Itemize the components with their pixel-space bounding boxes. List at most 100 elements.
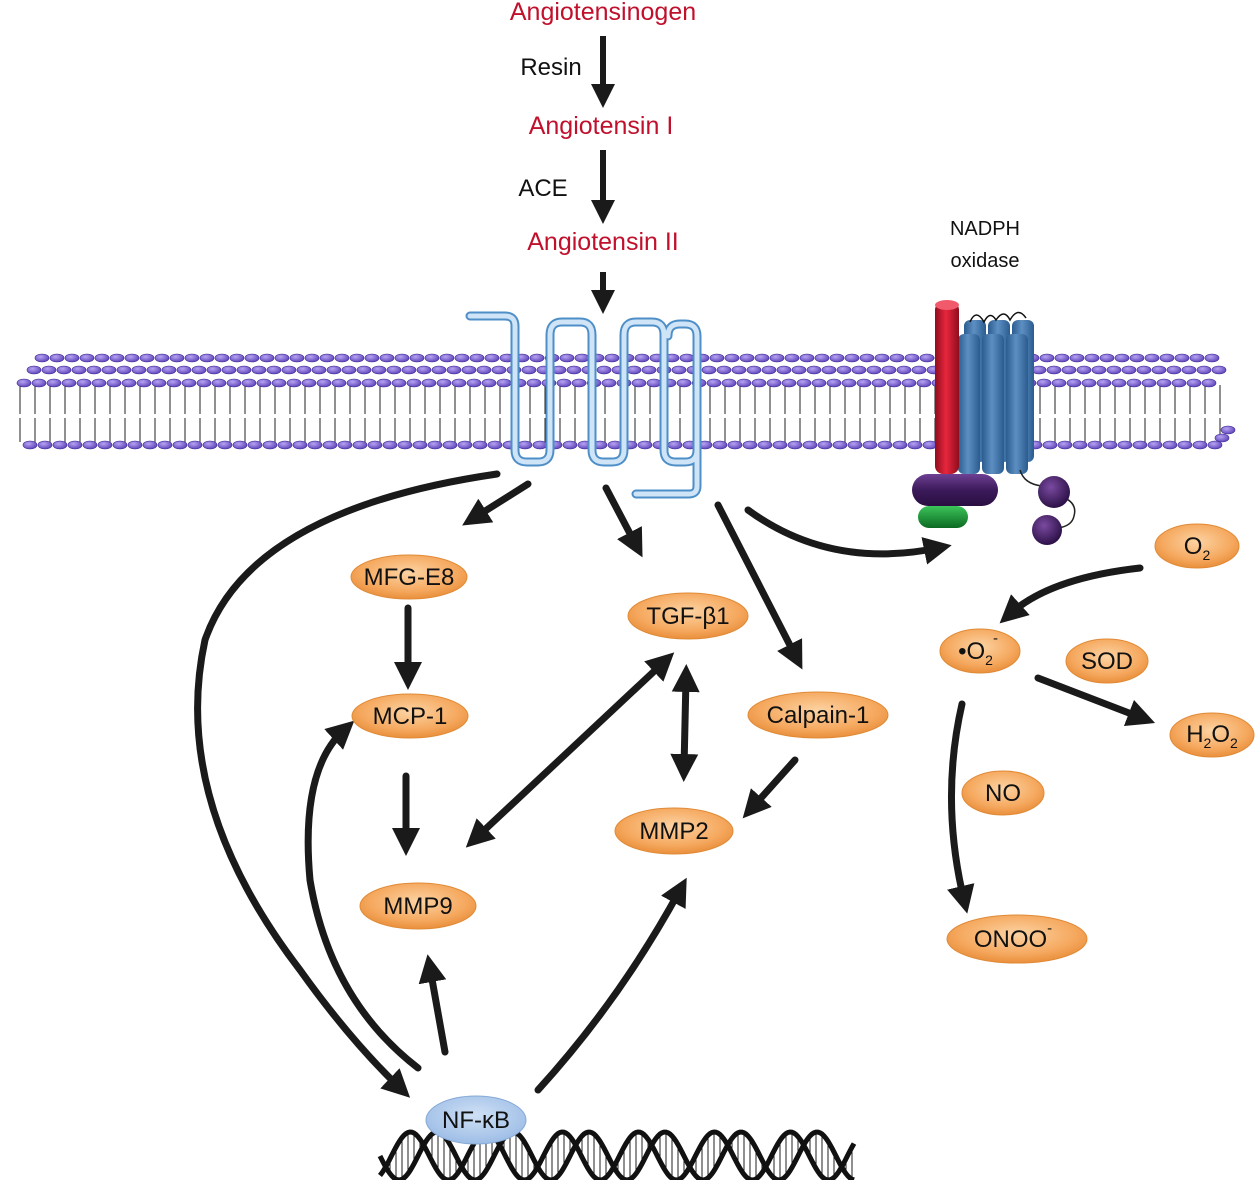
lipid-head <box>746 365 762 375</box>
lipid-head <box>802 440 818 450</box>
lipid-head <box>461 365 477 375</box>
lipid-head <box>784 353 800 363</box>
lipid-head <box>454 353 470 363</box>
lipid-head <box>169 353 185 363</box>
lipid-head <box>862 440 878 450</box>
svg-text:ONOO-: ONOO- <box>974 920 1052 953</box>
pathway-arrows <box>194 470 1156 1098</box>
lipid-head <box>187 440 203 450</box>
lipid-head <box>1132 440 1148 450</box>
lipid-head <box>271 378 287 388</box>
lipid-head <box>904 353 920 363</box>
lipid-head <box>637 440 653 450</box>
lipid-head <box>892 440 908 450</box>
lipid-head <box>41 365 57 375</box>
lipid-head <box>206 365 222 375</box>
arrow-receptor-to-tgfb1 <box>602 484 643 558</box>
lipid-head <box>481 378 497 388</box>
lipid-head <box>1151 365 1167 375</box>
lipid-head <box>826 378 842 388</box>
lipid-head <box>896 365 912 375</box>
lipid-head <box>1111 378 1127 388</box>
lipid-head <box>457 440 473 450</box>
lipid-head <box>1106 365 1122 375</box>
arrow-nfkb-to-mmp9 <box>418 954 449 1056</box>
nadph-blue-subunit <box>982 334 1004 474</box>
lipid-head <box>1121 365 1137 375</box>
lipid-head <box>562 440 578 450</box>
lipid-head <box>176 365 192 375</box>
node-h2o2: H2O2 <box>1169 712 1255 758</box>
lipid-head <box>889 353 905 363</box>
lipid-head <box>817 440 833 450</box>
lipid-head <box>806 365 822 375</box>
node-onoo: ONOO- <box>946 914 1088 964</box>
node-calpain1: Calpain-1 <box>747 691 889 739</box>
lipid-head <box>202 440 218 450</box>
nadph-label-line1: NADPH <box>950 218 1020 240</box>
lipid-head <box>67 440 83 450</box>
lipid-head <box>401 365 417 375</box>
lipid-head <box>127 440 143 450</box>
lipid-head <box>304 353 320 363</box>
lipid-head <box>1141 378 1157 388</box>
arrow-mmp9-tgfb1-bidirectional <box>465 652 675 848</box>
lipid-head <box>356 365 372 375</box>
lipid-head <box>472 440 488 450</box>
lipid-head <box>706 378 722 388</box>
lipid-head <box>1084 353 1100 363</box>
lipid-head <box>151 378 167 388</box>
lipid-head <box>1196 365 1212 375</box>
lipid-head <box>556 378 572 388</box>
lipid-head <box>799 353 815 363</box>
lipid-head <box>121 378 137 388</box>
o2-subscript: 2 <box>1202 547 1210 563</box>
lipid-head <box>86 365 102 375</box>
svg-text:•O2-: •O2- <box>958 630 998 668</box>
lipid-head <box>841 378 857 388</box>
lipid-head <box>61 378 77 388</box>
lipid-head <box>49 353 65 363</box>
nadph-purple-ball <box>1032 515 1062 545</box>
lipid-head <box>724 353 740 363</box>
at1-receptor <box>465 311 702 499</box>
lipid-head <box>424 353 440 363</box>
lipid-head <box>1129 353 1145 363</box>
lipid-head <box>281 365 297 375</box>
lipid-head <box>196 378 212 388</box>
angiotensin-cascade: Angiotensinogen Resin Angiotensin I ACE … <box>510 0 696 314</box>
lipid-head <box>64 353 80 363</box>
lipid-head <box>836 365 852 375</box>
lipid-head <box>316 378 332 388</box>
lipid-head <box>634 353 650 363</box>
nadph-oxidase-complex: NADPH oxidase <box>912 218 1076 545</box>
lipid-head <box>1126 378 1142 388</box>
lipid-head <box>1189 353 1205 363</box>
lipid-head <box>326 365 342 375</box>
lipid-head <box>716 365 732 375</box>
lipid-head <box>1087 440 1103 450</box>
node-nfkb: NF-κB <box>425 1095 527 1145</box>
lipid-head <box>1144 353 1160 363</box>
lipid-head <box>266 365 282 375</box>
lipid-head <box>394 353 410 363</box>
lipid-head <box>421 378 437 388</box>
superoxide-subscript: 2 <box>985 652 993 668</box>
lipid-head <box>79 353 95 363</box>
mmp2-label: MMP2 <box>639 818 708 845</box>
arrow-nfkb-to-mmp2 <box>534 877 687 1094</box>
lipid-head <box>439 353 455 363</box>
lipid-head <box>247 440 263 450</box>
lipid-head <box>146 365 162 375</box>
h2o2-h: H <box>1186 721 1203 748</box>
lipid-head <box>232 440 248 450</box>
lipid-head <box>844 353 860 363</box>
lipid-head <box>307 440 323 450</box>
lipid-head <box>191 365 207 375</box>
lipid-head <box>1096 378 1112 388</box>
lipid-head <box>112 440 128 450</box>
lipid-head <box>641 365 657 375</box>
lipid-head <box>1081 378 1097 388</box>
lipid-head <box>382 440 398 450</box>
lipid-head <box>386 365 402 375</box>
